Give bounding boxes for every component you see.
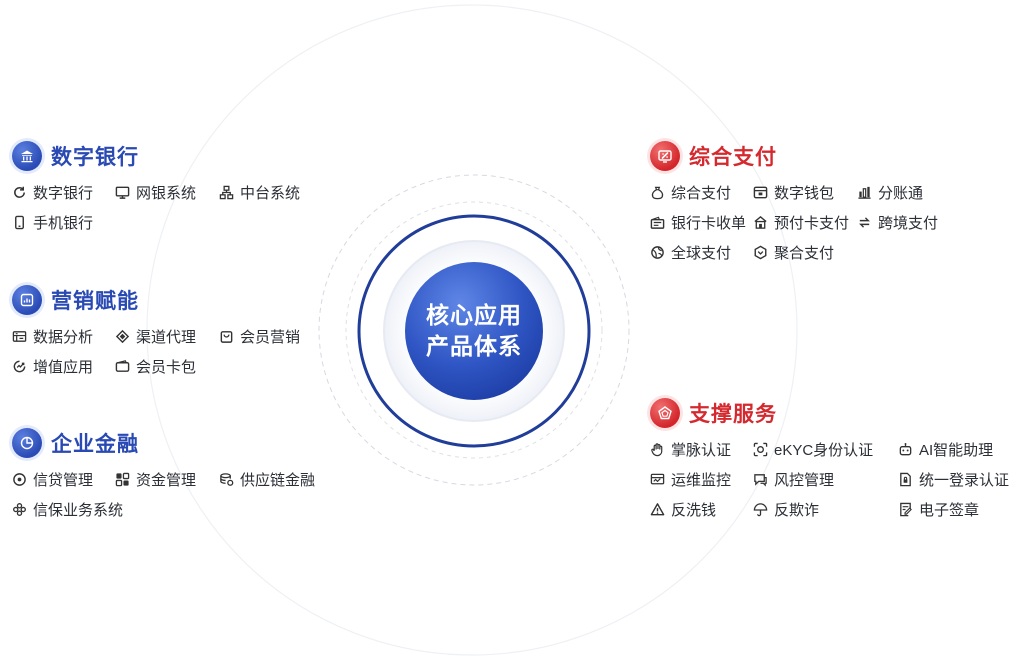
- hexagon-icon: [754, 245, 767, 259]
- list-item[interactable]: 分账通: [857, 181, 923, 203]
- list-item[interactable]: 综合支付: [650, 181, 731, 203]
- list-item[interactable]: eKYC身份认证: [753, 438, 873, 460]
- coin-stack-icon: [220, 472, 234, 486]
- outer-ring: [146, 4, 798, 656]
- risk-chat-icon: [754, 473, 767, 487]
- target-icon: [13, 472, 26, 486]
- list-item[interactable]: 信贷管理: [12, 468, 93, 490]
- store-icon: [754, 215, 767, 229]
- data-grid-icon: [12, 330, 27, 342]
- list-item[interactable]: 反欺诈: [753, 498, 819, 520]
- card-wallet-icon: [115, 359, 130, 372]
- org-chart-icon: [219, 185, 234, 199]
- shopping-bag-icon: [220, 330, 233, 343]
- list-item[interactable]: 全球支付: [650, 241, 731, 263]
- list-item[interactable]: 运维监控: [650, 468, 731, 490]
- diamond-icon: [115, 329, 130, 343]
- list-item[interactable]: 聚合支付: [753, 241, 834, 263]
- list-item[interactable]: AI智能助理: [898, 438, 993, 460]
- globe-icon: [651, 245, 664, 259]
- list-item[interactable]: 数字银行: [12, 181, 93, 203]
- growth-icon: [13, 360, 26, 372]
- list-item[interactable]: 跨境支付: [857, 211, 938, 233]
- split-bars-icon: [858, 186, 871, 199]
- group-title: 综合支付: [689, 146, 777, 169]
- center-label: 核心应用 产品体系: [405, 262, 543, 400]
- robot-icon: [899, 442, 912, 455]
- list-item[interactable]: 手机银行: [12, 211, 93, 233]
- analytics-icon: [12, 285, 42, 315]
- umbrella-icon: [753, 502, 768, 516]
- warning-icon: [650, 502, 665, 515]
- card-reader-icon: [650, 216, 665, 229]
- center-orb: [405, 262, 543, 400]
- list-item[interactable]: 银行卡收单: [650, 211, 746, 233]
- list-item[interactable]: 渠道代理: [115, 325, 196, 347]
- group-support: 支撑服务 掌脉认证 eKYC身份认证 AI智能助理 运维监控 风控管理 统一登录…: [650, 397, 1009, 519]
- palm-icon: [651, 442, 663, 456]
- list-item[interactable]: 资金管理: [115, 468, 196, 490]
- monitor-ops-icon: [650, 473, 665, 484]
- list-item[interactable]: 反洗钱: [650, 498, 716, 520]
- list-item[interactable]: 增值应用: [12, 355, 93, 377]
- list-item[interactable]: 会员营销: [219, 325, 300, 347]
- monitor-icon: [115, 186, 130, 199]
- pie-chart-icon: [12, 428, 42, 458]
- exchange-arrows-icon: [859, 216, 870, 228]
- list-item[interactable]: 数字钱包: [753, 181, 834, 203]
- money-bag-icon: [651, 186, 664, 199]
- lock-document-icon: [900, 472, 911, 486]
- bank-icon: [12, 141, 42, 171]
- list-item[interactable]: 掌脉认证: [650, 438, 731, 460]
- group-title: 营销赋能: [51, 290, 139, 313]
- list-item[interactable]: 数据分析: [12, 325, 93, 347]
- list-item[interactable]: 会员卡包: [115, 355, 196, 377]
- list-item[interactable]: 电子签章: [898, 498, 979, 520]
- group-title: 数字银行: [51, 146, 139, 169]
- group-marketing: 营销赋能 数据分析 渠道代理 会员营销 增值应用 会员卡包: [12, 284, 300, 376]
- sign-document-icon: [900, 502, 912, 516]
- group-payment: 综合支付 综合支付 数字钱包 分账通 银行卡收单 预付卡支付 跨境支付 全球: [650, 140, 938, 262]
- payment-screen-icon: [650, 141, 680, 171]
- face-scan-icon: [753, 442, 768, 456]
- group-title: 支撑服务: [689, 403, 777, 426]
- mobile-phone-icon: [15, 215, 24, 229]
- list-item[interactable]: 预付卡支付: [753, 211, 849, 233]
- list-item[interactable]: 中台系统: [219, 181, 300, 203]
- center-line-2: 产品体系: [426, 333, 522, 359]
- list-item[interactable]: 网银系统: [115, 181, 196, 203]
- list-item[interactable]: 供应链金融: [219, 468, 315, 490]
- wallet-icon: [753, 186, 768, 198]
- group-title: 企业金融: [51, 433, 139, 456]
- shield-cross-icon: [13, 502, 26, 516]
- group-digital-bank: 数字银行 数字银行 网银系统 中台系统 手机银行: [12, 140, 300, 232]
- list-item[interactable]: 统一登录认证: [898, 468, 1009, 490]
- dashed-ring-outer: [318, 174, 630, 486]
- refresh-icon: [14, 186, 25, 198]
- dashed-ring-inner: [345, 201, 603, 459]
- center-line-1: 核心应用: [426, 302, 522, 328]
- fund-blocks-icon: [115, 472, 130, 486]
- list-item[interactable]: 风控管理: [753, 468, 834, 490]
- pentagon-badge-icon: [650, 398, 680, 428]
- list-item[interactable]: 信保业务系统: [12, 498, 123, 520]
- group-enterprise-finance: 企业金融 信贷管理 资金管理 供应链金融 信保业务系统: [12, 427, 315, 519]
